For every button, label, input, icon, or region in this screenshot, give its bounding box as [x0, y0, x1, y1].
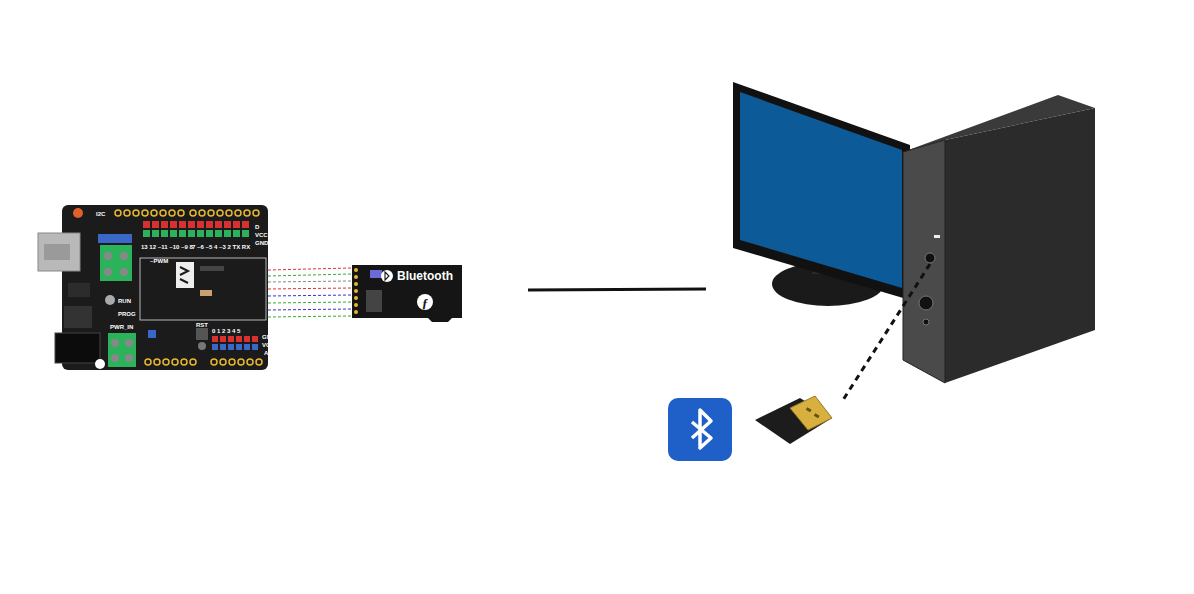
- controller-board: [38, 205, 268, 370]
- bluetooth-icon: [668, 398, 732, 461]
- board-marking: 0 1 2 3 4 5: [212, 328, 240, 335]
- link-line: [528, 289, 706, 290]
- board-marking: PWR_IN: [110, 324, 133, 331]
- board-marking: VCC: [255, 232, 268, 239]
- board-marking: D: [255, 224, 259, 231]
- board-marking: A: [264, 350, 268, 357]
- board-marking: 7 ~6 ~5 4 ~3 2 TX RX: [192, 244, 250, 251]
- bluetooth-module: ƒ: [352, 265, 462, 322]
- monitor: [733, 82, 910, 306]
- board-marking: PROG: [118, 311, 136, 318]
- svg-text:ƒ: ƒ: [422, 295, 429, 310]
- computer-tower: [903, 95, 1095, 383]
- module-title: Bluetooth: [397, 269, 453, 283]
- board-marking: RUN: [118, 298, 131, 305]
- board-marking: GND: [262, 334, 275, 341]
- module-box: Bluetooth: [394, 268, 456, 284]
- usb-link: [843, 264, 930, 400]
- board-marking: VCC: [262, 342, 275, 349]
- board-marking: RST: [196, 322, 208, 329]
- board-marking: 13 12 ~11 ~10 ~9 8: [141, 244, 193, 251]
- board-marking: GND: [255, 240, 268, 247]
- board-marking: ~PWM: [150, 258, 168, 265]
- usb-dongle: [755, 396, 832, 444]
- jumper-wires: [268, 268, 352, 317]
- board-marking: I2C: [96, 211, 105, 218]
